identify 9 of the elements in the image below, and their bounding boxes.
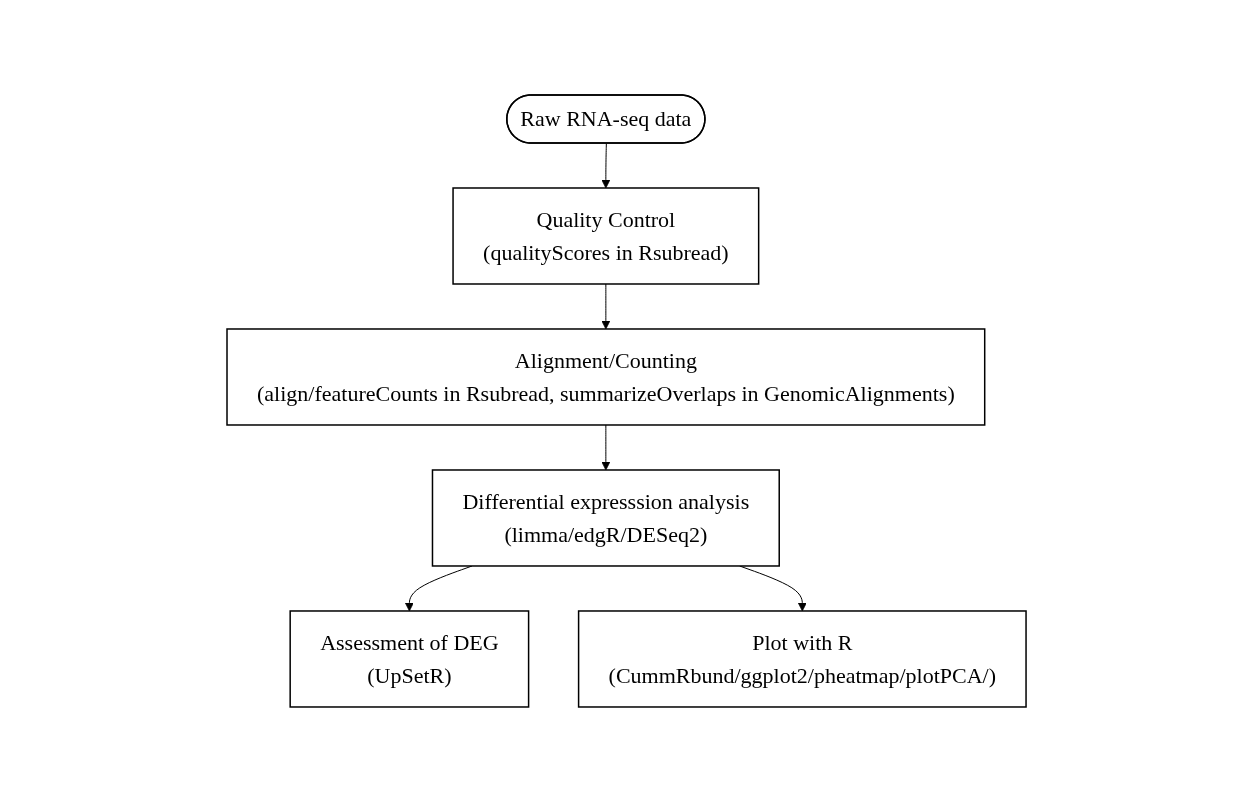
node-box: Assessment of DEG (UpSetR): [289, 609, 530, 708]
arrow: [601, 283, 611, 329]
arrow: [739, 565, 807, 611]
arrow: [601, 424, 611, 470]
arrow: [601, 142, 611, 188]
node-box: Quality Control (qualityScores in Rsubread): [452, 186, 760, 285]
node-box: Plot with R (CummRbund/ggplot2/pheatmap/plotPCA/): [577, 609, 1027, 708]
node-box: Alignment/Counting (align/featureCounts in Rsubread, summarizeOverlaps in GenomicAlignments): [226, 327, 986, 426]
node-box: Differential expresssion analysis (limma/edgR/DESeq2): [431, 468, 780, 567]
